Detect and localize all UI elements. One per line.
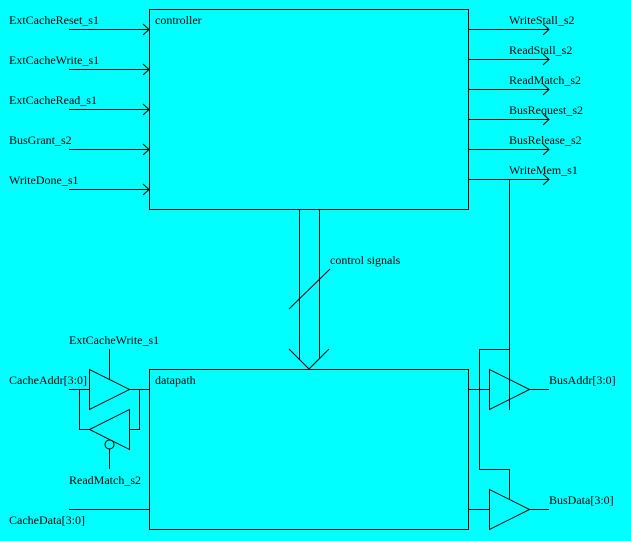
input-label: ExtCacheReset_s1 [9, 13, 99, 27]
read-buffer-in-wire [129, 389, 140, 430]
input-signal-write-done: WriteDone_s1 [9, 173, 150, 196]
inverter-bubble-icon [104, 439, 115, 450]
ext-cache-write-label: ExtCacheWrite_s1 [69, 333, 159, 347]
bus-addr-buffer: BusAddr[3:0] [469, 368, 616, 411]
buffer-enable-wire [479, 349, 510, 499]
arrow-right-icon [142, 183, 150, 196]
datapath-label: datapath [155, 373, 196, 387]
cache-data-port: CacheData[3:0] [9, 509, 149, 527]
output-signal-bus-request: BusRequest_s2 [469, 103, 583, 126]
input-signal-ext-cache-read: ExtCacheRead_s1 [9, 93, 150, 116]
cache-addr-bidirectional-buffer: CacheAddr[3:0] ExtCacheWrite_s1 ReadMatc… [9, 333, 159, 487]
controller-label: controller [155, 13, 202, 27]
input-label: BusGrant_s2 [9, 133, 72, 147]
arrow-right-icon [542, 113, 550, 126]
arrow-right-icon [542, 23, 550, 36]
output-signal-read-match: ReadMatch_s2 [469, 73, 581, 96]
output-label: BusRequest_s2 [509, 103, 583, 117]
input-signal-ext-cache-reset: ExtCacheReset_s1 [9, 13, 150, 36]
arrow-down-icon [288, 348, 330, 370]
read-match-label: ReadMatch_s2 [69, 473, 141, 487]
output-label: ReadStall_s2 [509, 43, 572, 57]
input-label: WriteDone_s1 [9, 173, 79, 187]
controller-inputs: ExtCacheReset_s1 ExtCacheWrite_s1 ExtCac… [9, 13, 150, 196]
controller-box [149, 9, 469, 210]
bus-data-buffer-triangle [489, 488, 531, 531]
output-signal-write-stall: WriteStall_s2 [469, 13, 575, 36]
arrow-right-icon [142, 63, 150, 76]
output-label: ReadMatch_s2 [509, 73, 581, 87]
output-label: WriteStall_s2 [509, 13, 575, 27]
write-buffer-triangle [89, 368, 131, 411]
arrow-right-icon [142, 143, 150, 156]
read-buffer-out-wire [79, 389, 90, 430]
arrow-right-icon [542, 83, 550, 96]
input-label: ExtCacheRead_s1 [9, 93, 97, 107]
bus-addr-label: BusAddr[3:0] [549, 373, 616, 387]
controller-outputs: WriteStall_s2 ReadStall_s2 ReadMatch_s2 … [469, 13, 583, 410]
input-label: ExtCacheWrite_s1 [9, 53, 99, 67]
bus-data-label: BusData[3:0] [549, 493, 614, 507]
arrow-right-icon [542, 53, 550, 66]
bus-addr-buffer-triangle [489, 368, 531, 411]
read-buffer-triangle [88, 408, 130, 451]
output-label: WriteMem_s1 [509, 163, 578, 177]
controller-block: controller [149, 9, 469, 210]
output-signal-bus-release: BusRelease_s2 [469, 133, 582, 156]
output-label: BusRelease_s2 [509, 133, 582, 147]
bus-width-slash [288, 268, 331, 310]
cache-data-label: CacheData[3:0] [9, 513, 85, 527]
input-signal-bus-grant: BusGrant_s2 [9, 133, 150, 156]
bus-label: control signals [330, 253, 401, 267]
bus-data-buffer: BusData[3:0] [469, 488, 614, 531]
arrow-right-icon [542, 143, 550, 156]
arrow-right-icon [542, 173, 550, 186]
datapath-box [149, 369, 469, 530]
output-signal-write-mem: WriteMem_s1 [469, 163, 578, 186]
output-signal-read-stall: ReadStall_s2 [469, 43, 572, 66]
arrow-right-icon [142, 103, 150, 116]
datapath-block: datapath [149, 369, 469, 530]
arrow-right-icon [142, 23, 150, 36]
control-signals-bus: control signals [288, 209, 401, 370]
input-signal-ext-cache-write: ExtCacheWrite_s1 [9, 53, 150, 76]
cache-addr-label: CacheAddr[3:0] [9, 373, 87, 387]
